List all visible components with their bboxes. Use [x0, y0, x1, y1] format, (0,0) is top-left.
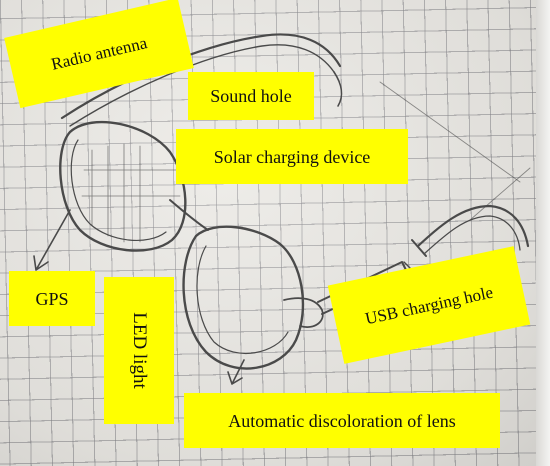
construction-line	[469, 167, 531, 221]
lens-discoloration-label: Automatic discoloration of lens	[184, 393, 500, 448]
upper-temple-arm	[60, 33, 342, 120]
gps-arrow	[33, 209, 71, 271]
hinge	[283, 297, 324, 328]
radio-antenna-text: Radio antenna	[49, 32, 149, 74]
construction-line	[379, 81, 521, 183]
right-lens-inner	[196, 245, 289, 355]
sound-hole-text: Sound hole	[210, 86, 292, 106]
bridge	[169, 199, 209, 231]
left-lens-hatching	[81, 143, 181, 243]
page-edge	[536, 0, 550, 466]
solar-charging-text: Solar charging device	[213, 146, 371, 167]
usb-charging-text: USB charging hole	[363, 282, 495, 328]
sound-hole-label: Sound hole	[188, 72, 314, 120]
far-temple-end	[411, 239, 427, 257]
gps-text: GPS	[35, 288, 69, 309]
led-light-text: LED light	[128, 312, 150, 389]
gps-label: GPS	[9, 271, 95, 326]
lens-discoloration-text: Automatic discoloration of lens	[228, 410, 456, 431]
upper-temple-arm-inner	[69, 44, 335, 127]
solar-charging-label: Solar charging device	[176, 129, 408, 184]
led-arrow	[227, 359, 245, 385]
far-temple-arm	[416, 204, 530, 248]
upper-temple-tip	[333, 71, 343, 107]
right-lens	[182, 225, 305, 370]
left-lens-inner	[70, 139, 167, 242]
far-temple-arm-inner	[423, 215, 521, 255]
left-lens	[59, 120, 187, 252]
led-light-label: LED light	[104, 277, 174, 424]
